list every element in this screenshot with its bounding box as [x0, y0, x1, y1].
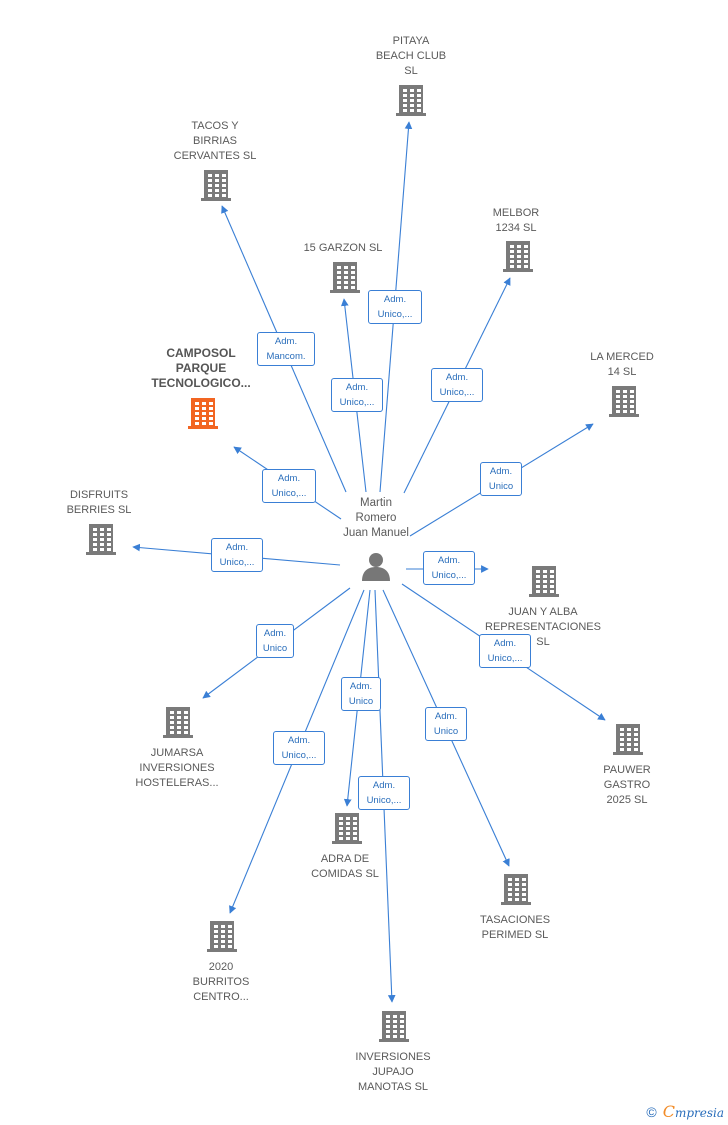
- footer-brand[interactable]: © Cmpresia: [646, 1102, 724, 1121]
- building-icon-burritos[interactable]: [206, 920, 238, 953]
- person-label[interactable]: Martin Romero Juan Manuel: [343, 497, 409, 539]
- role-badge-jumarsa[interactable]: Adm. Unico: [256, 624, 294, 658]
- role-badge-pauwer[interactable]: Adm. Unico,...: [479, 634, 531, 668]
- role-badge-melbor[interactable]: Adm. Unico,...: [431, 368, 483, 402]
- brand-initial: C: [662, 1102, 675, 1121]
- building-icon-adra[interactable]: [331, 812, 363, 845]
- role-badge-tacos[interactable]: Adm. Mancom.: [257, 332, 315, 366]
- building-icon-melbor[interactable]: [502, 240, 534, 273]
- building-icon-pitaya[interactable]: [395, 84, 427, 117]
- role-badge-lamerced[interactable]: Adm. Unico: [480, 462, 522, 496]
- role-badge-camposol[interactable]: Adm. Unico,...: [262, 469, 316, 503]
- company-label-tacos[interactable]: TACOS Y BIRRIAS CERVANTES SL: [173, 120, 257, 162]
- role-badge-juanyalba[interactable]: Adm. Unico,...: [423, 551, 475, 585]
- role-badge-burritos[interactable]: Adm. Unico,...: [273, 731, 325, 765]
- company-label-jupajo[interactable]: INVERSIONES JUPAJO MANOTAS SL: [355, 1051, 431, 1093]
- building-icon-jupajo[interactable]: [378, 1010, 410, 1043]
- building-icon-tasaciones[interactable]: [500, 873, 532, 906]
- building-icon-juanyalba[interactable]: [528, 565, 560, 598]
- brand-name: mpresia: [674, 1106, 724, 1120]
- building-icon-camposol[interactable]: [187, 397, 219, 430]
- building-icon-garzon[interactable]: [329, 261, 361, 294]
- company-label-disfruits[interactable]: DISFRUITS BERRIES SL: [66, 489, 132, 516]
- company-label-jumarsa[interactable]: JUMARSA INVERSIONES HOSTELERAS...: [135, 747, 219, 789]
- person-icon[interactable]: [360, 550, 392, 582]
- building-icon-jumarsa[interactable]: [162, 706, 194, 739]
- company-label-juanyalba[interactable]: JUAN Y ALBA REPRESENTACIONES SL: [485, 606, 601, 648]
- role-badge-pitaya[interactable]: Adm. Unico,...: [368, 290, 422, 324]
- company-label-camposol[interactable]: CAMPOSOL PARQUE TECNOLOGICO...: [151, 346, 251, 390]
- company-label-pitaya[interactable]: PITAYA BEACH CLUB SL: [375, 35, 447, 77]
- company-label-adra[interactable]: ADRA DE COMIDAS SL: [311, 853, 379, 880]
- role-badge-adra[interactable]: Adm. Unico: [341, 677, 381, 711]
- company-label-burritos[interactable]: 2020 BURRITOS CENTRO...: [192, 961, 250, 1003]
- role-badge-garzon[interactable]: Adm. Unico,...: [331, 378, 383, 412]
- company-label-tasaciones[interactable]: TASACIONES PERIMED SL: [479, 914, 551, 941]
- role-badge-disfruits[interactable]: Adm. Unico,...: [211, 538, 263, 572]
- role-badge-jupajo[interactable]: Adm. Unico,...: [358, 776, 410, 810]
- building-icon-pauwer[interactable]: [612, 723, 644, 756]
- company-label-pauwer[interactable]: PAUWER GASTRO 2025 SL: [603, 764, 651, 806]
- building-icon-tacos[interactable]: [200, 169, 232, 202]
- company-label-melbor[interactable]: MELBOR 1234 SL: [492, 207, 540, 234]
- copyright-icon: ©: [646, 1104, 657, 1120]
- building-icon-lamerced[interactable]: [608, 385, 640, 418]
- company-label-garzon[interactable]: 15 GARZON SL: [303, 242, 383, 254]
- role-badge-tasaciones[interactable]: Adm. Unico: [425, 707, 467, 741]
- building-icon-disfruits[interactable]: [85, 523, 117, 556]
- company-label-lamerced[interactable]: LA MERCED 14 SL: [590, 351, 654, 378]
